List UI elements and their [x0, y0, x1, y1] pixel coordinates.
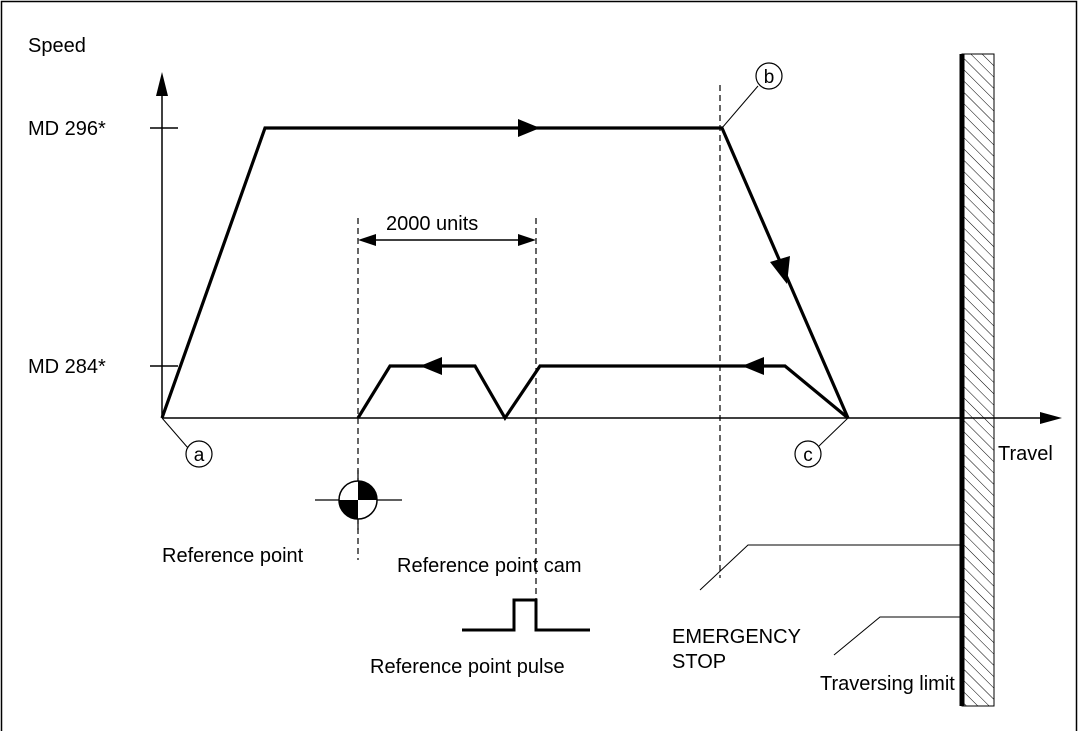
- marker-c-label: c: [803, 445, 813, 466]
- y-axis-label: Speed: [28, 35, 86, 57]
- reference-point-label: Reference point: [162, 545, 304, 567]
- forward-run-curve: [160, 126, 850, 419]
- marker-a-leader: [161, 417, 189, 449]
- forward-direction-arrow: [518, 119, 540, 137]
- x-axis-label: Travel: [998, 443, 1053, 465]
- braking-direction-arrow: [770, 256, 790, 284]
- return-direction-arrow-right: [742, 357, 764, 375]
- dimension-label: 2000 units: [386, 213, 478, 235]
- marker-c-circle: [794, 440, 822, 468]
- traversing-limit-wall: [959, 53, 995, 707]
- marker-b-label: b: [764, 67, 775, 88]
- axes: [150, 72, 1062, 424]
- traversing-limit-label: Traversing limit: [820, 673, 955, 695]
- traversing-limit-leader: [833, 616, 962, 656]
- emergency-stop-label-line1: EMERGENCY: [672, 626, 801, 648]
- reference-point-fill-tr: [358, 481, 377, 500]
- marker-a: a: [161, 417, 213, 468]
- return-direction-arrow-left: [420, 357, 442, 375]
- marker-a-circle: [185, 440, 213, 468]
- reference-point-icon: [315, 470, 402, 530]
- reference-point-pulse-label: Reference point pulse: [370, 656, 565, 678]
- x-axis-arrowhead: [1040, 412, 1062, 424]
- marker-c-leader: [818, 417, 849, 447]
- return-run-curve: [356, 364, 850, 422]
- emergency-stop-leader: [699, 544, 962, 591]
- marker-c: c: [794, 417, 849, 468]
- speed-level-high-label: MD 296*: [28, 118, 106, 140]
- speed-level-low-label: MD 284*: [28, 356, 106, 378]
- dimension-arrow-right: [518, 234, 536, 246]
- dimension-arrow-left: [358, 234, 376, 246]
- traversing-limit-hatch: [961, 53, 995, 707]
- dashed-guides: [357, 85, 721, 615]
- marker-a-label: a: [194, 445, 205, 466]
- emergency-stop-label-line2: STOP: [672, 651, 726, 673]
- reference-point-fill-bl: [339, 500, 358, 519]
- speed-profile: [160, 126, 850, 422]
- marker-b-leader: [721, 85, 759, 129]
- reference-pulse-signal: [462, 598, 590, 632]
- reference-point-cam-label: Reference point cam: [397, 555, 582, 577]
- dimension-2000-units: 2000 units: [358, 213, 536, 246]
- marker-b-circle: [755, 62, 783, 90]
- marker-b: b: [721, 62, 783, 129]
- y-axis-arrowhead: [156, 72, 168, 96]
